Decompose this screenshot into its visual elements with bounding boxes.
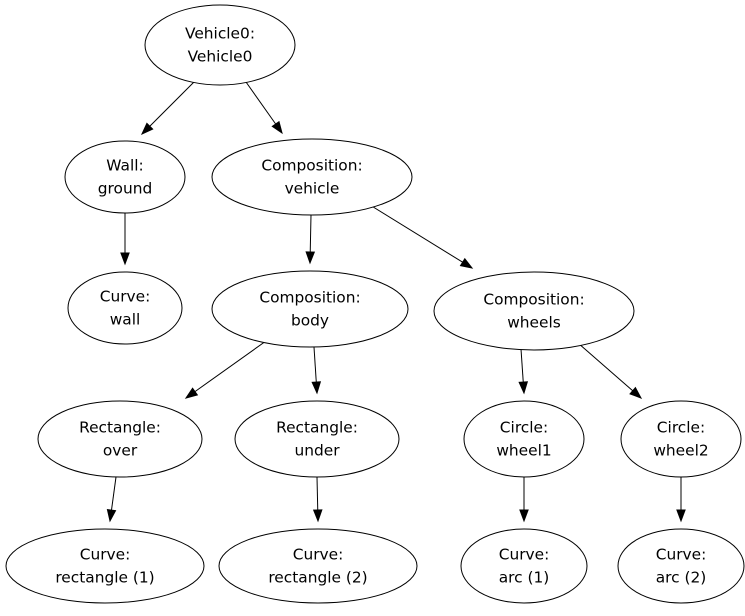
edge-composition_vehicle-to-composition_wheels <box>369 204 474 269</box>
node-label-type: Circle: <box>657 419 705 437</box>
edge-line <box>245 81 277 125</box>
edge-vehicle0-to-composition_vehicle <box>245 81 283 135</box>
edge-line <box>110 476 117 511</box>
edge-line <box>577 342 634 392</box>
edge-composition_wheels-to-circle_wheel1 <box>518 348 529 395</box>
graph-node-rectangle_over[interactable]: Rectangle: over <box>37 400 203 478</box>
graph-node-wall_ground[interactable]: Wall: ground <box>64 140 186 214</box>
node-ellipse[interactable] <box>211 270 409 348</box>
node-label-name: vehicle <box>285 180 340 198</box>
edge-rectangle_under-to-curve_rectangle_2 <box>312 476 323 523</box>
node-label-type: Rectangle: <box>276 419 358 437</box>
graph-node-curve_arc_1[interactable]: Curve: arc (1) <box>460 528 588 604</box>
node-label-name: under <box>294 442 340 460</box>
node-ellipse[interactable] <box>37 400 203 478</box>
node-label-type: Curve: <box>293 546 344 564</box>
node-ellipse[interactable] <box>617 528 745 604</box>
graph-node-curve_wall[interactable]: Curve: wall <box>67 271 183 345</box>
edge-circle_wheel1-to-curve_arc_1 <box>519 477 529 523</box>
edge-line <box>520 348 524 383</box>
edge-arrowhead-icon <box>518 381 529 395</box>
edge-rectangle_over-to-curve_rectangle_1 <box>106 476 117 523</box>
edge-line <box>194 340 267 393</box>
graph-node-curve_arc_2[interactable]: Curve: arc (2) <box>617 528 745 604</box>
node-ellipse[interactable] <box>234 400 400 478</box>
edge-arrowhead-icon <box>305 251 316 265</box>
edge-wall_ground-to-curve_wall <box>120 213 130 266</box>
node-label-type: Vehicle0: <box>185 25 255 43</box>
node-label-type: Curve: <box>499 546 550 564</box>
node-label-type: Composition: <box>261 157 362 175</box>
edge-line <box>313 346 317 383</box>
node-ellipse[interactable] <box>463 400 585 478</box>
node-ellipse[interactable] <box>64 140 186 214</box>
edge-arrowhead-icon <box>106 508 117 523</box>
node-ellipse[interactable] <box>433 271 635 351</box>
edge-arrowhead-icon <box>519 509 529 523</box>
node-ellipse[interactable] <box>620 400 742 478</box>
node-label-name: Vehicle0 <box>188 48 253 66</box>
edge-layer <box>106 81 686 523</box>
edge-composition_vehicle-to-composition_body <box>305 214 316 265</box>
graph-node-composition_vehicle[interactable]: Composition: vehicle <box>211 138 413 216</box>
edge-arrowhead-icon <box>629 386 643 399</box>
node-ellipse[interactable] <box>67 271 183 345</box>
node-ellipse[interactable] <box>460 528 588 604</box>
graph-node-curve_rectangle_2[interactable]: Curve: rectangle (2) <box>218 528 418 604</box>
edge-composition_wheels-to-circle_wheel2 <box>577 342 643 399</box>
node-label-type: Wall: <box>106 157 143 175</box>
node-label-type: Curve: <box>100 288 151 306</box>
node-label-type: Circle: <box>500 419 548 437</box>
node-label-name: wheels <box>507 314 561 332</box>
graph-node-vehicle0[interactable]: Vehicle0: Vehicle0 <box>144 4 296 86</box>
graph-node-circle_wheel2[interactable]: Circle: wheel2 <box>620 400 742 478</box>
graph-node-rectangle_under[interactable]: Rectangle: under <box>234 400 400 478</box>
node-label-name: arc (1) <box>499 569 550 587</box>
edge-composition_body-to-rectangle_under <box>311 346 322 395</box>
edge-circle_wheel2-to-curve_arc_2 <box>676 477 686 523</box>
edge-vehicle0-to-wall_ground <box>140 81 195 136</box>
node-label-type: Composition: <box>259 289 360 307</box>
node-label-type: Rectangle: <box>79 419 161 437</box>
edge-arrowhead-icon <box>312 509 323 523</box>
edge-arrowhead-icon <box>271 120 283 135</box>
node-label-name: wheel2 <box>653 442 708 460</box>
edge-line <box>316 476 319 511</box>
node-label-name: rectangle (1) <box>55 569 154 587</box>
edge-arrowhead-icon <box>459 257 474 269</box>
graph-node-circle_wheel1[interactable]: Circle: wheel1 <box>463 400 585 478</box>
node-label-name: wall <box>110 311 141 329</box>
edge-composition_body-to-rectangle_over <box>184 340 267 399</box>
graph-node-composition_wheels[interactable]: Composition: wheels <box>433 271 635 351</box>
edge-line <box>369 204 463 263</box>
node-label-name: rectangle (2) <box>268 569 367 587</box>
edge-arrowhead-icon <box>184 387 199 399</box>
node-label-name: over <box>103 442 138 460</box>
node-label-type: Curve: <box>80 546 131 564</box>
node-label-type: Curve: <box>656 546 707 564</box>
node-label-name: arc (2) <box>656 569 707 587</box>
edge-line <box>309 214 312 253</box>
node-label-name: body <box>291 312 329 330</box>
edge-arrowhead-icon <box>120 252 130 266</box>
edge-arrowhead-icon <box>676 509 686 523</box>
graph-node-curve_rectangle_1[interactable]: Curve: rectangle (1) <box>5 528 205 604</box>
node-label-name: wheel1 <box>496 442 551 460</box>
node-label-type: Composition: <box>483 291 584 309</box>
node-ellipse[interactable] <box>5 528 205 604</box>
edge-arrowhead-icon <box>140 122 154 136</box>
node-ellipse[interactable] <box>144 4 296 86</box>
node-ellipse[interactable] <box>218 528 418 604</box>
node-label-name: ground <box>98 180 152 198</box>
edge-arrowhead-icon <box>311 381 322 395</box>
node-layer: Vehicle0:Vehicle0Wall:groundComposition:… <box>5 4 745 604</box>
graph-node-composition_body[interactable]: Composition: body <box>211 270 409 348</box>
node-ellipse[interactable] <box>211 138 413 216</box>
edge-line <box>149 81 195 127</box>
